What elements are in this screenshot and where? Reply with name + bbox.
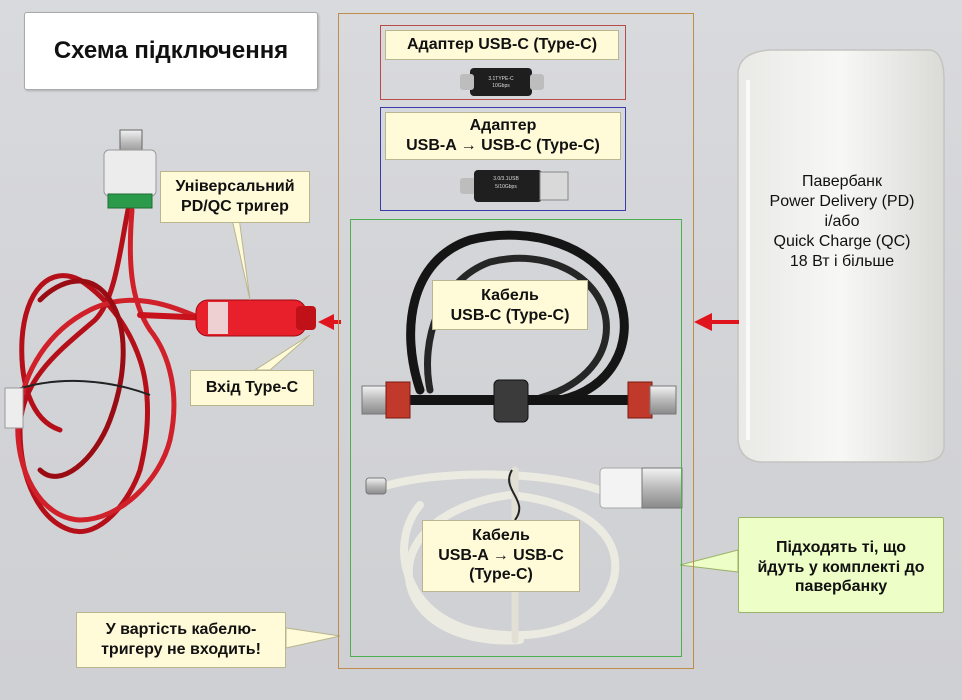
arrow-to-trigger <box>318 314 341 330</box>
adapter-a-label-line2: USB-A → USB-C (Type-C) <box>406 136 600 154</box>
fit-note-line1: Підходять ті, що <box>775 539 906 556</box>
dc-plug-image <box>103 129 157 209</box>
powerbank-line1: Павербанк <box>801 173 883 190</box>
adapter-a-label-line1: Адаптер <box>469 117 537 134</box>
powerbank-line2: Power Delivery (PD) <box>769 193 915 210</box>
cable-c-label-line2: USB-C (Type-C) <box>450 306 570 324</box>
adapter-c-label: Адаптер USB-C (Type-C) <box>385 30 619 60</box>
adapter-a-frame <box>380 107 626 211</box>
trigger-label-line1: Універсальний <box>175 178 295 195</box>
powerbank-line3: і/або <box>824 213 860 230</box>
input-callout-tail <box>253 334 311 371</box>
cable-c-label: Кабель USB-C (Type-C) <box>432 280 588 330</box>
trigger-body-image <box>195 299 316 337</box>
cable-frame <box>350 219 682 657</box>
adapter-c-print-1: 3.1TYPE-C <box>488 76 514 82</box>
tag-label-image <box>4 387 24 429</box>
adapter-c-print-2: 10Gbps <box>492 83 510 89</box>
outer-frame <box>338 13 694 669</box>
adapter-a-print-1: 3.0/3.1USB <box>493 176 519 182</box>
price-note-line1: У вартість кабелю- <box>105 621 257 638</box>
adapter-a-label: Адаптер USB-A → USB-C (Type-C) <box>385 112 621 160</box>
powerbank-label: Павербанк Power Delivery (PD) і/або Quic… <box>752 172 932 272</box>
powerbank-image <box>737 49 945 463</box>
trigger-callout-tail <box>229 209 251 301</box>
cable-a-label: Кабель USB-A → USB-C (Type-C) <box>422 520 580 592</box>
price-note: У вартість кабелю- тригеру не входить! <box>76 612 286 668</box>
input-label: Вхід Type-C <box>190 370 314 406</box>
page-title-text: Схема підключення <box>53 37 289 64</box>
price-note-line2: тригеру не входить! <box>101 640 261 658</box>
page-title: Схема підключення <box>24 12 318 90</box>
input-label-text: Вхід Type-C <box>205 379 299 396</box>
adapter-c-image: 3.1TYPE-C 10Gbps <box>460 68 544 96</box>
usbc-plug-right <box>649 385 677 415</box>
cable-a-label-line3: (Type-C) <box>469 566 533 584</box>
price-note-tail <box>285 627 341 649</box>
white-cable-image <box>381 466 620 645</box>
cable-a-label-line2: USB-A → USB-C <box>438 546 564 564</box>
cable-c-label-line1: Кабель <box>481 287 539 304</box>
fit-note: Підходять ті, що йдуть у комплекті до па… <box>738 517 944 613</box>
arrow-to-cable <box>694 313 739 331</box>
adapter-c-frame <box>380 25 626 100</box>
powerbank-line5: 18 Вт і більше <box>789 253 895 270</box>
cable-strap-image <box>493 379 529 423</box>
adapter-c-label-text: Адаптер USB-C (Type-C) <box>406 36 598 53</box>
powerbank-line4: Quick Charge (QC) <box>773 233 911 250</box>
fit-note-line2: йдуть у комплекті до <box>757 558 925 576</box>
adapter-a-image: 3.0/3.1USB 5/10Gbps <box>460 170 569 202</box>
fit-note-line3: павербанку <box>794 578 888 596</box>
trigger-label-line2: PD/QC тригер <box>181 197 289 215</box>
trigger-cable-image <box>15 207 213 535</box>
trigger-label: Універсальний PD/QC тригер <box>160 171 310 223</box>
adapter-a-print-2: 5/10Gbps <box>495 184 517 190</box>
cable-a-label-line1: Кабель <box>472 527 530 544</box>
